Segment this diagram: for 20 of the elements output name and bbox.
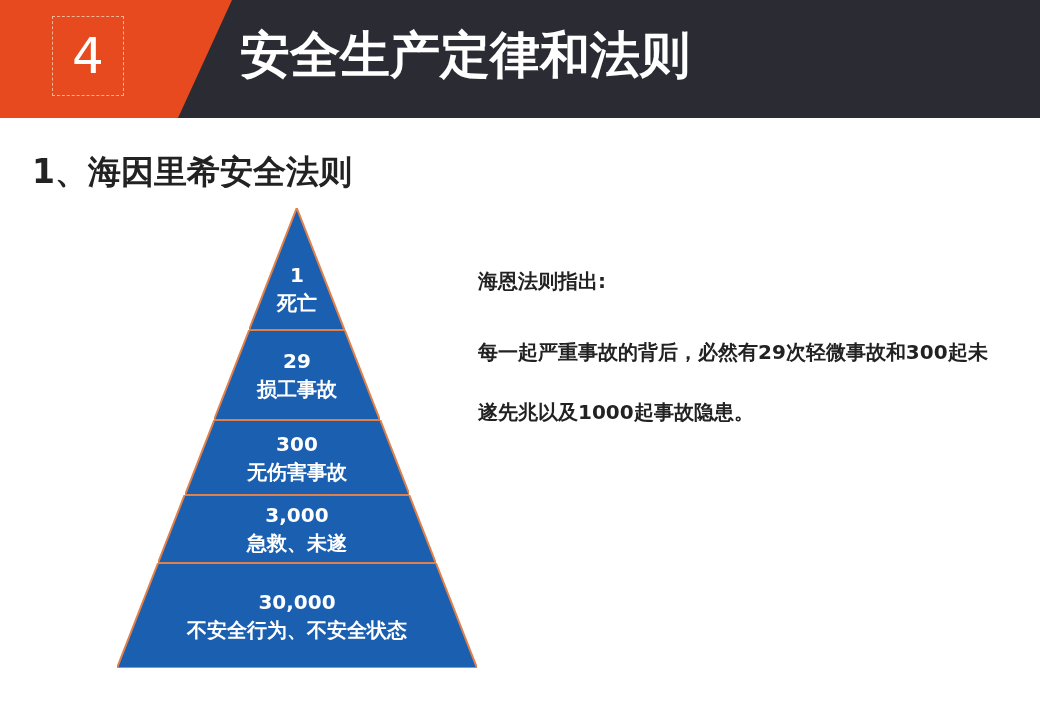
pyramid-tier	[214, 330, 380, 420]
section-heading: 1、海因里希安全法则	[32, 151, 352, 193]
tier-label: 无伤害事故	[246, 458, 348, 486]
pyramid-tier	[184, 420, 410, 495]
pyramid-tier	[158, 495, 436, 563]
tier-label: 急救、未遂	[245, 530, 348, 557]
section-number: 4	[52, 16, 124, 96]
tier-count: 3,000	[264, 502, 330, 529]
tier-label: 死亡	[275, 290, 318, 317]
slide-title: 安全生产定律和法则	[240, 25, 690, 86]
tier-count: 1	[289, 262, 305, 289]
tier-count: 29	[282, 348, 312, 375]
rule-text: 每一起严重事故的背后，必然有29次轻微事故和300起未遂先兆以及1000起事故隐患。	[478, 339, 989, 426]
pyramid-tier	[117, 563, 477, 668]
tier-count: 300	[275, 430, 319, 458]
pyramid-tier	[249, 208, 345, 330]
tier-label: 不安全行为、不安全状态	[185, 616, 408, 644]
tier-count: 30,000	[257, 588, 337, 616]
rule-heading: 海恩法则指出:	[478, 268, 606, 295]
tier-label: 损工事故	[255, 376, 338, 403]
